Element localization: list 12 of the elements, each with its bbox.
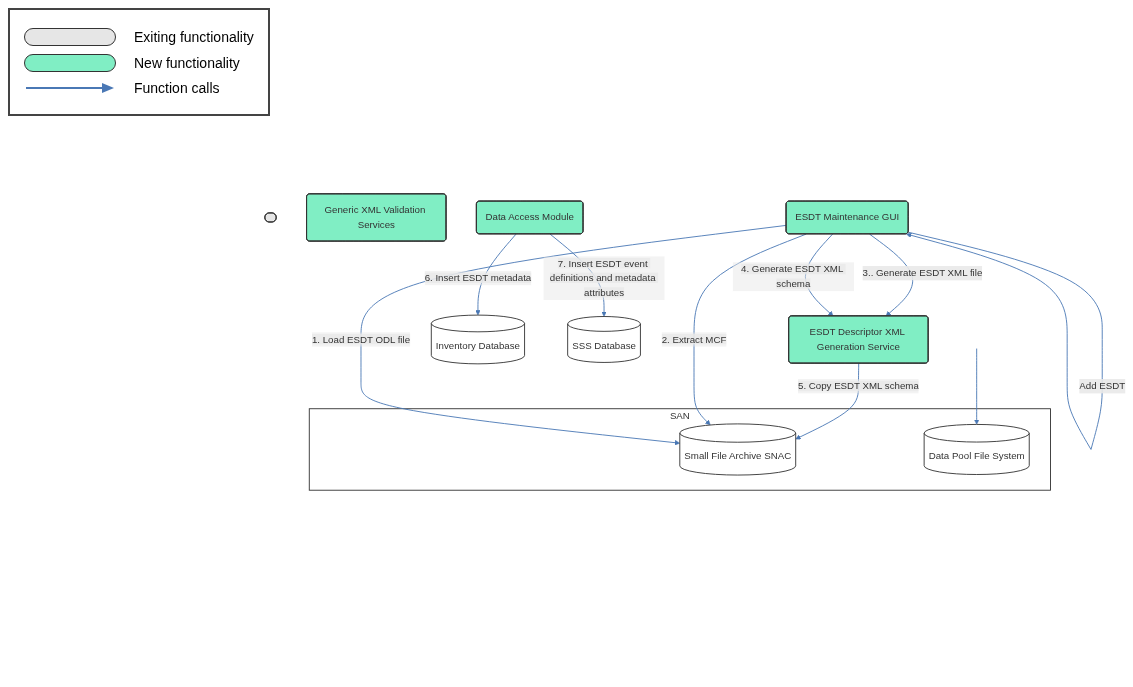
edge-label: 1. Load ESDT ODL file bbox=[311, 334, 411, 345]
legend-label: Exiting functionality bbox=[134, 29, 254, 45]
edge-label: 4. Generate ESDT XML schema bbox=[741, 263, 843, 289]
legend-label: Function calls bbox=[134, 80, 220, 96]
edge-label: Add ESDT bbox=[1079, 380, 1126, 392]
edge-label: 3.. Generate ESDT XML file bbox=[862, 267, 983, 279]
edge-label: 6. Insert ESDT metadata bbox=[424, 272, 532, 283]
edge-label: 5. Copy ESDT XML schema bbox=[798, 380, 919, 392]
arrow bbox=[906, 231, 1103, 450]
edge-label: 2. Extract MCF bbox=[661, 334, 727, 345]
legend-label: New functionality bbox=[134, 55, 240, 71]
edge-label: 7. Insert ESDT event definitions and metadata attributes bbox=[549, 258, 656, 298]
